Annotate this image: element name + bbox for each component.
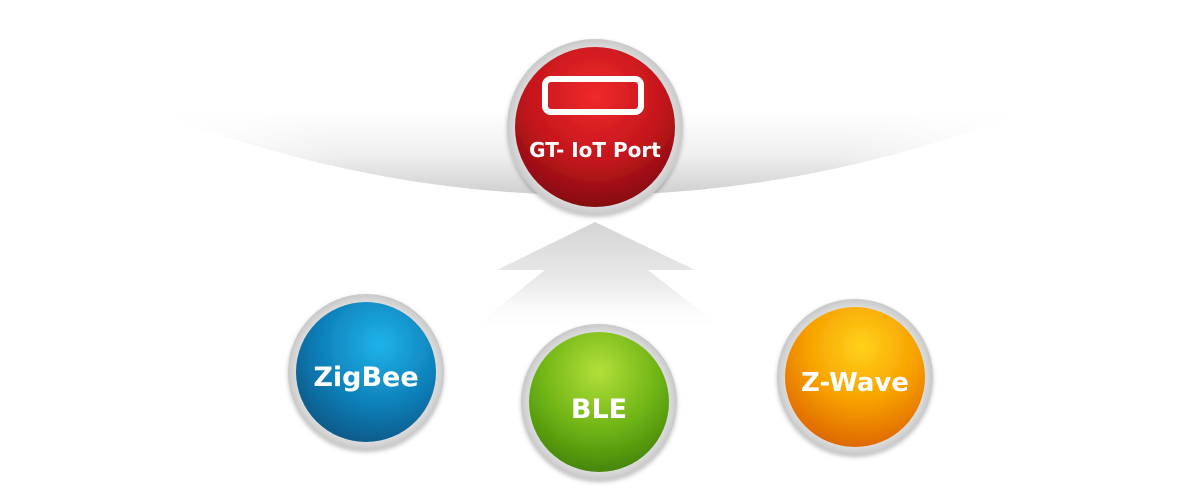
ble-node [521, 324, 677, 480]
zigbee-label: ZigBee [313, 362, 418, 393]
ble-label: BLE [571, 394, 627, 425]
upward-arrow-icon [470, 222, 725, 330]
zwave-node [777, 299, 933, 455]
hub-label: GT- IoT Port [529, 138, 661, 162]
port-rectangle-icon [542, 76, 644, 115]
zigbee-node [288, 294, 444, 450]
zwave-label: Z-Wave [801, 368, 909, 398]
hub-node [507, 39, 683, 215]
